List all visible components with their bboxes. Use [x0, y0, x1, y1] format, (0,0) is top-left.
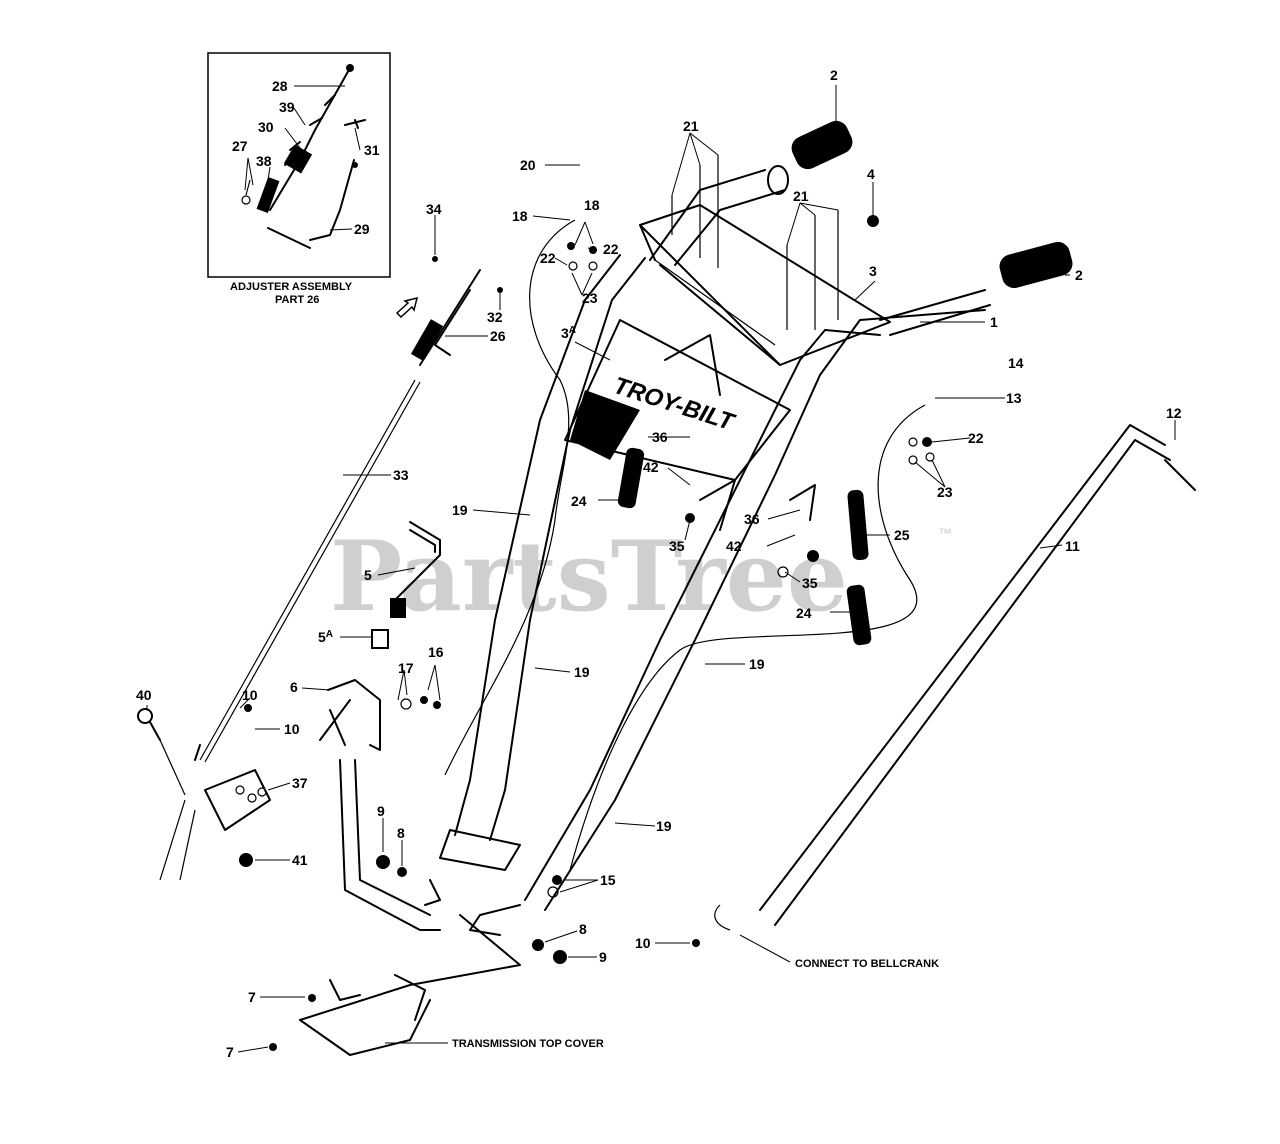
callout-22a: 22	[603, 241, 619, 257]
callout-26: 26	[490, 328, 506, 344]
leader-lines	[146, 85, 1176, 1053]
callout-9b: 9	[599, 949, 607, 965]
inset-pointer-arrow	[395, 296, 419, 319]
callout-15: 15	[600, 872, 616, 888]
callout-12: 12	[1166, 405, 1182, 421]
transmission-bracket	[299, 679, 521, 1056]
callout-2b: 2	[1075, 267, 1083, 283]
callout-3: 3	[869, 263, 877, 279]
callout-23b: 23	[937, 484, 953, 500]
adjuster-assembly-inset: ADJUSTER ASSEMBLY PART 26	[207, 52, 391, 306]
callout-36b: 36	[744, 511, 760, 527]
watermark-trademark: ™	[938, 525, 952, 541]
callout-40: 40	[136, 687, 152, 703]
callout-5: 5	[364, 567, 372, 583]
bolts-21	[671, 155, 839, 330]
callout-8b: 8	[579, 921, 587, 937]
callout-22c: 22	[968, 430, 984, 446]
note-connect-to-bellcrank: CONNECT TO BELLCRANK	[795, 958, 939, 970]
callout-8a: 8	[397, 825, 405, 841]
callout-24b: 24	[796, 605, 812, 621]
bail-levers	[617, 334, 872, 646]
callout-21b: 21	[793, 188, 809, 204]
callout-3A: 3A	[561, 325, 576, 341]
callout-21a: 21	[683, 118, 699, 134]
callout-35a: 35	[669, 538, 685, 554]
callout-34: 34	[426, 201, 442, 217]
callout-4: 4	[867, 166, 875, 182]
callout-41: 41	[292, 852, 308, 868]
callout-18: 18	[512, 208, 528, 224]
callout-2a: 2	[830, 67, 838, 83]
fasteners	[239, 215, 935, 1051]
inset-caption-line1: ADJUSTER ASSEMBLY	[230, 281, 353, 293]
callout-37: 37	[292, 775, 308, 791]
callout-33: 33	[393, 467, 409, 483]
watermark: PartsTree	[330, 520, 848, 633]
callout-30: 30	[258, 119, 274, 135]
left-grip	[791, 120, 853, 170]
callout-7a: 7	[248, 989, 256, 1005]
callout-17: 17	[398, 660, 414, 676]
callout-19d: 19	[656, 818, 672, 834]
callout-6: 6	[290, 679, 298, 695]
callout-35b: 35	[802, 575, 818, 591]
callout-32: 32	[487, 309, 503, 325]
callout-9a: 9	[377, 803, 385, 819]
callout-19b: 19	[574, 664, 590, 680]
callout-labels: 2839303127382922212120418182222222323313…	[136, 67, 1182, 1060]
right-grip	[999, 241, 1073, 289]
callout-24a: 24	[571, 493, 587, 509]
callout-31: 31	[364, 142, 380, 158]
callout-42b: 42	[726, 538, 742, 554]
callout-7b: 7	[226, 1044, 234, 1060]
callout-19c: 19	[749, 656, 765, 672]
callout-16: 16	[428, 644, 444, 660]
callout-10b: 10	[284, 721, 300, 737]
callout-22b: 22	[540, 250, 556, 266]
callout-11: 11	[1065, 538, 1080, 554]
callout-19a: 19	[452, 502, 468, 518]
callout-1: 1	[990, 314, 998, 330]
callout-29: 29	[354, 221, 370, 237]
callout-14: 14	[1008, 355, 1024, 371]
control-rod	[714, 424, 1196, 931]
callout-20: 20	[520, 157, 536, 173]
callout-5A: 5A	[318, 629, 333, 645]
callout-10c: 10	[635, 935, 651, 951]
adjuster-part-26	[410, 269, 481, 366]
callout-23a: 23	[582, 290, 598, 306]
callout-39: 39	[279, 99, 295, 115]
inset-caption-line2: PART 26	[275, 294, 319, 306]
cables	[199, 219, 926, 871]
callout-10a: 10	[242, 687, 258, 703]
callout-27: 27	[232, 138, 248, 154]
callout-13: 13	[1006, 390, 1022, 406]
note-transmission-top-cover: TRANSMISSION TOP COVER	[452, 1038, 604, 1050]
callout-42a: 42	[643, 459, 659, 475]
callout-38: 38	[256, 153, 272, 169]
grips	[649, 120, 1073, 336]
callout-36a: 36	[652, 429, 668, 445]
shift-lever	[371, 521, 441, 649]
callout-18b: 18	[584, 197, 600, 213]
callout-25: 25	[894, 527, 910, 543]
callout-28: 28	[272, 78, 288, 94]
handlebar-frame	[424, 254, 986, 936]
bracket-37	[137, 708, 271, 881]
console-panel	[639, 204, 891, 366]
